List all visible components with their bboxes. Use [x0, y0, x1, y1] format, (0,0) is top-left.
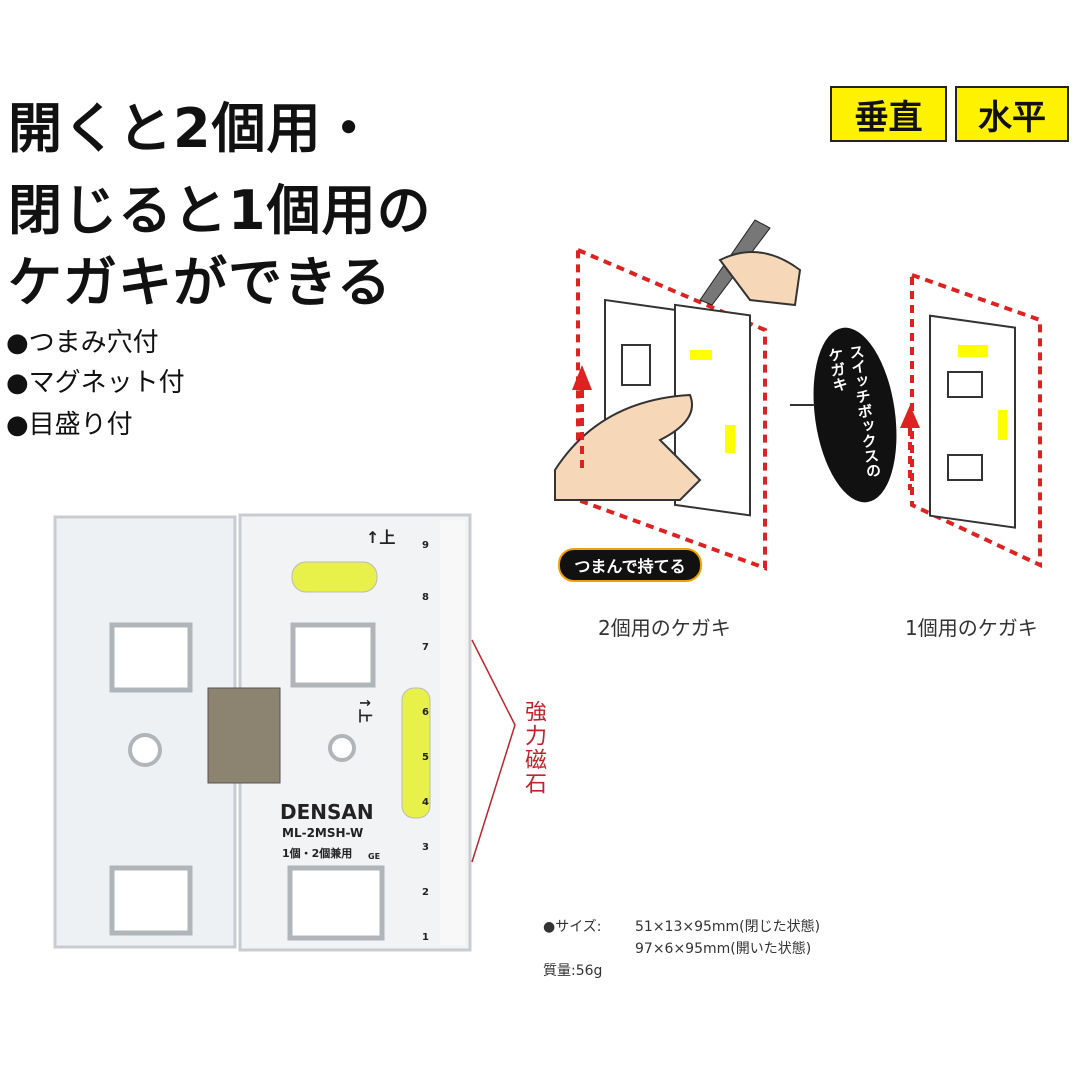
scale-5: 5: [422, 752, 429, 763]
spec-size-open: 97×6×95mm(開いた状態): [635, 941, 812, 957]
two-gang-diagram: [554, 219, 897, 571]
caption-one-gang: 1個用のケガキ: [905, 616, 1038, 640]
magnet-label: 強力磁石: [521, 700, 546, 796]
badge-vertical: 垂直: [830, 86, 947, 142]
scale-7: 7: [422, 642, 429, 653]
scale-4: 4: [422, 797, 429, 808]
one-gang-diagram: [900, 272, 1042, 569]
usage-label: 1個・2個兼用: [282, 847, 353, 860]
up-mark-1: ↑上: [366, 528, 396, 547]
brand-label: DENSAN: [280, 800, 374, 824]
ge-label: GE: [368, 852, 381, 861]
spec-size-label: ●サイズ:: [543, 919, 602, 935]
feature-1: ●つまみ穴付: [6, 328, 159, 358]
headline-line-3: ケガキができる: [8, 251, 392, 314]
badge-horizontal: 水平: [955, 86, 1069, 142]
scale-3: 3: [422, 842, 429, 853]
feature-3: ●目盛り付: [6, 410, 133, 440]
scale-8: 8: [422, 592, 429, 603]
feature-2: ●マグネット付: [6, 368, 185, 398]
grip-label: つまんで持てる: [558, 548, 702, 582]
spec-size-closed: 51×13×95mm(閉じた状態): [635, 919, 821, 935]
up-mark-2: ↑上: [355, 697, 372, 723]
headline-line-2: 閉じると1個用の: [8, 179, 432, 242]
headline-line-1: 開くと2個用・: [8, 97, 377, 160]
model-label: ML-2MSH-W: [282, 826, 364, 840]
scale-9: 9: [422, 540, 429, 551]
scale-2: 2: [422, 887, 429, 898]
product-photo: [53, 513, 516, 952]
spec-weight: 質量:56g: [543, 963, 603, 979]
scale-1: 1: [422, 932, 429, 943]
scale-6: 6: [422, 707, 429, 718]
caption-two-gang: 2個用のケガキ: [598, 616, 731, 640]
